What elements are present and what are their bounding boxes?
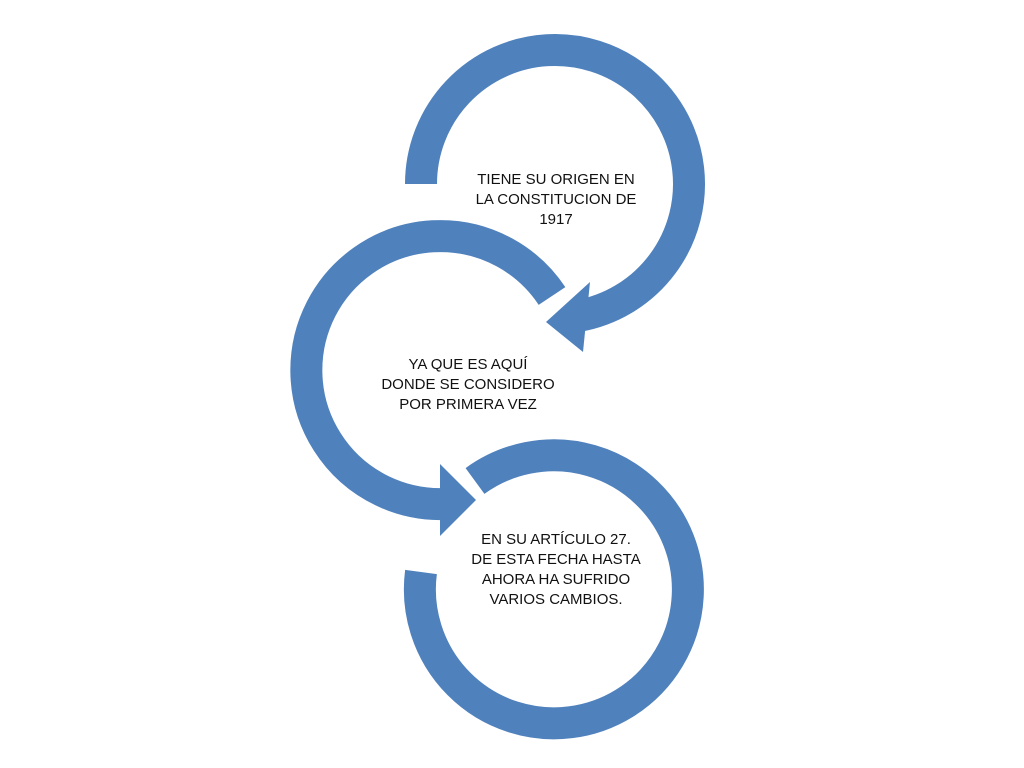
step-1-arrowhead bbox=[546, 282, 590, 352]
step-1-text: TIENE SU ORIGEN EN LA CONSTITUCION DE 19… bbox=[475, 171, 637, 228]
step-3-text: EN SU ARTÍCULO 27. DE ESTA FECHA HASTA A… bbox=[471, 531, 641, 608]
step-2-ring bbox=[290, 220, 566, 521]
step-1-ring bbox=[405, 34, 705, 332]
step-2-text: YA QUE ES AQUÍ DONDE SE CONSIDERO POR PR… bbox=[381, 356, 555, 413]
step-2-arrowhead bbox=[440, 464, 476, 536]
step-3-ring bbox=[403, 439, 704, 740]
